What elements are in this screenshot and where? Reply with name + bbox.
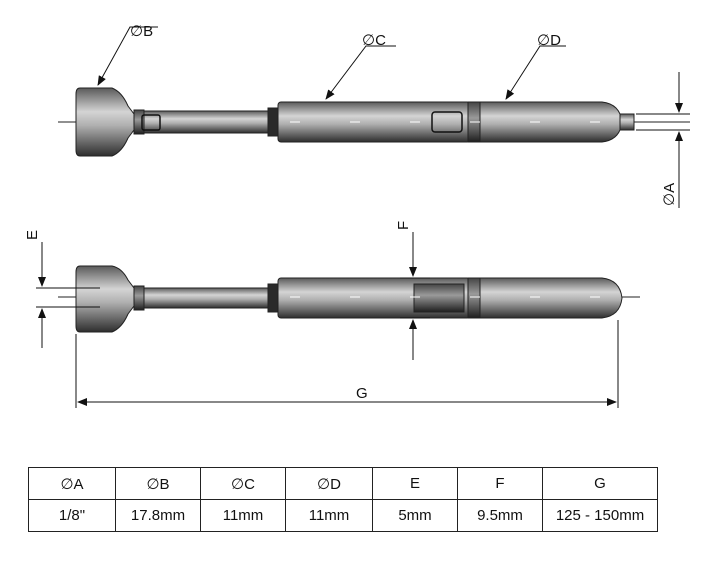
side-joint-band <box>467 277 481 319</box>
side-shaft <box>143 287 271 309</box>
side-slot-cut <box>413 283 465 313</box>
value-diameter-b: 17.8mm <box>115 499 201 532</box>
header-diameter-c: ∅C <box>200 467 286 500</box>
top-knurl-ring <box>267 107 279 137</box>
value-diameter-c: 11mm <box>200 499 286 532</box>
side-neck-collar <box>133 285 145 311</box>
top-tip <box>619 113 635 131</box>
header-diameter-a: ∅A <box>28 467 116 500</box>
side-body-d <box>479 277 623 319</box>
top-shaft-slot <box>141 114 161 131</box>
label-diameter-b: ∅B <box>130 23 153 40</box>
top-body-d <box>479 101 623 143</box>
top-shaft <box>143 110 271 134</box>
label-dim-f: F <box>395 221 412 230</box>
leader-d <box>505 45 566 100</box>
spec-table: ∅A ∅B ∅C ∅D E F G 1/8" 17.8mm 11mm 11mm … <box>28 467 658 532</box>
spec-value-row: 1/8" 17.8mm 11mm 11mm 5mm 9.5mm 125 - 15… <box>28 499 658 532</box>
spec-header-row: ∅A ∅B ∅C ∅D E F G <box>28 467 658 500</box>
top-body-slot <box>431 111 463 133</box>
header-dim-f: F <box>457 467 543 500</box>
label-dim-e: E <box>24 230 41 240</box>
value-dim-g: 125 - 150mm <box>542 499 658 532</box>
header-diameter-b: ∅B <box>115 467 201 500</box>
value-diameter-d: 11mm <box>285 499 373 532</box>
leader-c <box>325 45 396 100</box>
side-view: E F G <box>24 221 640 408</box>
top-view: ∅B ∅C ∅D ∅A <box>58 23 690 208</box>
top-body-c <box>277 101 471 143</box>
label-diameter-c: ∅C <box>362 32 386 49</box>
value-dim-e: 5mm <box>372 499 458 532</box>
label-diameter-a: ∅A <box>661 183 678 206</box>
header-diameter-d: ∅D <box>285 467 373 500</box>
value-dim-f: 9.5mm <box>457 499 543 532</box>
top-knob-head <box>75 87 135 157</box>
header-dim-g: G <box>542 467 658 500</box>
side-knurl-ring <box>267 283 279 313</box>
label-dim-g: G <box>356 385 368 402</box>
header-dim-e: E <box>372 467 458 500</box>
label-diameter-d: ∅D <box>537 32 561 49</box>
value-diameter-a: 1/8" <box>28 499 116 532</box>
leader-b <box>97 26 158 86</box>
side-knob-head <box>75 265 135 333</box>
